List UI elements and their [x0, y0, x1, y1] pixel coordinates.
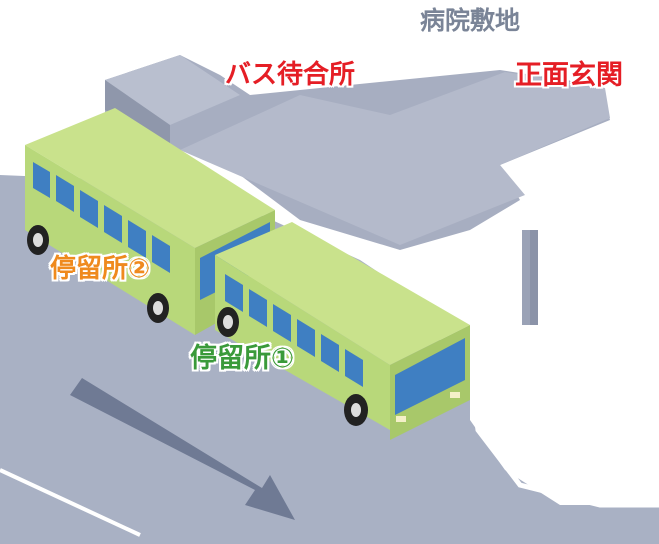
bus-waiting-area-label: バス待合所: [225, 60, 356, 90]
curb-line: [0, 468, 141, 537]
bus-1-roof: [215, 222, 470, 365]
bus-1-headlight-left: [396, 416, 406, 422]
curb-line-right: [467, 369, 659, 508]
bus-1-headlight-right: [450, 392, 460, 398]
direction-arrow: [70, 378, 295, 520]
canopy-pillar-shade: [530, 230, 538, 325]
stop-2-label: 停留所②: [50, 254, 151, 284]
site-label: 病院敷地: [420, 6, 521, 35]
waiting-shelter-front: [105, 80, 170, 150]
waiting-shelter: [105, 55, 240, 125]
stop-1-label: 停留所①: [190, 343, 294, 374]
bus-1-windows: [225, 274, 465, 415]
bus-1: [215, 222, 470, 440]
main-entrance-label: 正面玄関: [515, 60, 623, 91]
bus-2-roof: [25, 108, 275, 248]
hospital-canopy-top: [180, 72, 610, 245]
